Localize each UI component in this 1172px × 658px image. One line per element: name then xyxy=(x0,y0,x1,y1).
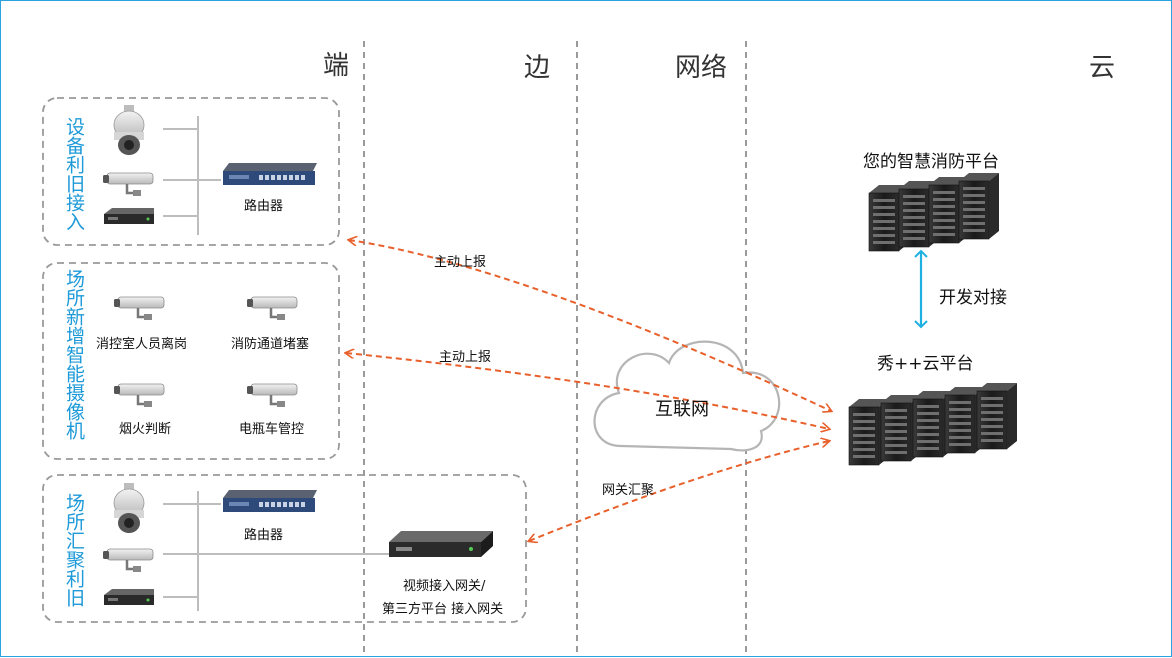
smart-camera-icon xyxy=(112,295,166,322)
cloud-platform-label: 秀++云平台 xyxy=(877,354,974,374)
router-icon xyxy=(223,163,317,185)
nvr-icon xyxy=(104,589,154,605)
report-label-2: 主动上报 xyxy=(439,350,492,365)
dome-camera-icon xyxy=(113,104,145,156)
router-label: 路由器 xyxy=(244,199,284,214)
gateway-arrow xyxy=(529,441,829,541)
internet-label: 互联网 xyxy=(655,399,709,420)
bullet-camera-icon xyxy=(101,171,155,198)
smart-camera-icon xyxy=(112,382,166,409)
nvr-icon xyxy=(104,208,154,224)
connectors-aggregate xyxy=(163,491,389,611)
report-arrow-2 xyxy=(346,353,829,429)
column-header-duan: 端 xyxy=(323,51,350,81)
group-title-aggregate: 场所汇聚利旧 xyxy=(63,493,85,607)
gateway-device-icon xyxy=(389,531,493,557)
group-box-reuse xyxy=(42,97,340,246)
gateway-aggregate-label: 网关汇聚 xyxy=(602,483,655,498)
router-icon xyxy=(223,490,317,512)
column-header-bian: 边 xyxy=(524,53,551,83)
smart-camera-icon xyxy=(245,295,299,322)
column-header-wangluo: 网络 xyxy=(675,53,728,83)
smart-camera-icon xyxy=(245,382,299,409)
router-label: 路由器 xyxy=(244,528,284,543)
smart-fire-platform-server-icon xyxy=(868,172,1000,252)
smart-fire-platform-label: 您的智慧消防平台 xyxy=(863,152,999,172)
camera-label-passage-block: 消防通道堵塞 xyxy=(231,337,310,352)
cloud-platform-server-icon xyxy=(848,382,1018,466)
column-dividers xyxy=(363,41,747,653)
camera-label-ebike-control: 电瓶车管控 xyxy=(239,422,305,437)
camera-label-duty-absence: 消控室人员离岗 xyxy=(96,337,188,352)
open-link-label: 开发对接 xyxy=(939,288,1007,308)
bullet-camera-icon xyxy=(101,547,155,574)
camera-label-smoke-fire: 烟火判断 xyxy=(119,422,172,437)
report-label-1: 主动上报 xyxy=(434,255,487,270)
group-title-new: 场所新增智能摄像机 xyxy=(63,269,85,440)
gateway-label-line1: 视频接入网关/ xyxy=(403,579,486,594)
group-box-new xyxy=(42,262,340,460)
connectors-reuse xyxy=(163,116,221,235)
column-header-yun: 云 xyxy=(1089,53,1116,83)
group-box-aggregate xyxy=(42,474,527,623)
group-title-reuse: 设备利旧接入 xyxy=(63,117,85,231)
dome-camera-icon xyxy=(113,482,145,534)
gateway-label-line2: 第三方平台 接入网关 xyxy=(382,602,504,617)
